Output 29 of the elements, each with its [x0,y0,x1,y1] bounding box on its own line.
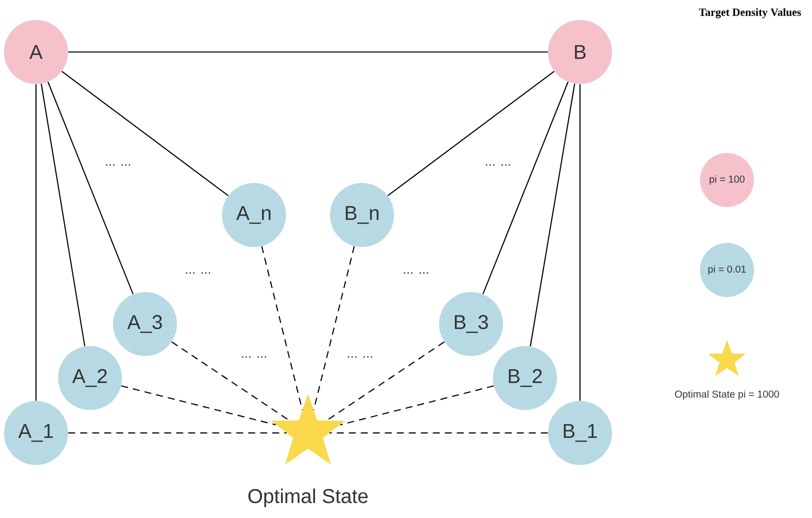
dashed-connector [326,341,445,421]
node-caption: Optimal State [248,488,368,508]
ellipsis-label: ... ... [106,164,130,166]
dashed-connector [121,385,276,426]
legend-title: Target Density Values [698,8,801,18]
connector-line [482,82,569,294]
connector-line [40,84,86,346]
dashed-connector [68,432,286,434]
dashed-connector [261,246,303,410]
dashed-connector [330,432,548,434]
legend-label: pi = 100 [710,175,745,185]
ellipsis-label: ... ... [486,164,510,166]
ellipsis-label: ... ... [348,356,372,358]
connector-line [35,84,37,401]
connector-line [47,82,134,294]
legend-label: pi = 0.01 [708,265,746,275]
ellipsis-label: ... ... [404,272,428,274]
star-shape [270,394,346,465]
connector-line [579,84,581,401]
connector-line [61,70,229,196]
dashed-connector [340,385,494,426]
connector-line [387,70,555,196]
connector-line [68,51,548,53]
dashed-connector [313,246,355,410]
ellipsis-label: ... ... [242,356,266,358]
legend-label: Optimal State pi = 1000 [675,390,779,400]
ellipsis-label: ... ... [186,272,210,274]
dashed-connector [171,341,290,421]
connector-line [530,84,576,346]
